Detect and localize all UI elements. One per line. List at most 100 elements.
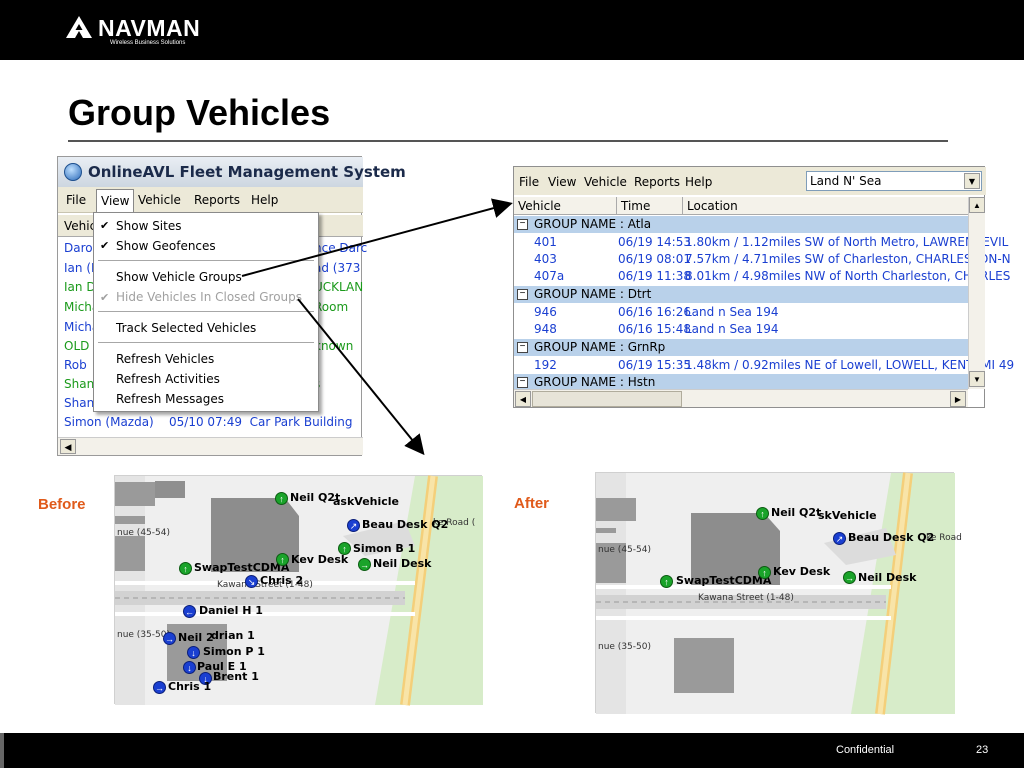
vehicle-pin-icon[interactable]: ↑	[756, 507, 769, 520]
vehicle-label[interactable]: skVehicle	[818, 509, 877, 522]
table-row[interactable]: 192 06/19 15:35 1.48km / 0.92miles NE of…	[514, 357, 1014, 374]
map-after[interactable]: nue (45-54) ke Road Kawana Street (1-48)…	[595, 472, 962, 715]
vehicle-pin-icon[interactable]: ↘	[245, 575, 258, 588]
vehicle-pin-icon[interactable]: ↑	[660, 575, 673, 588]
group-select[interactable]: Land N' Sea ▼	[806, 171, 982, 191]
vehicle-label[interactable]: Kev Desk	[291, 553, 349, 566]
vehicle-pin-icon[interactable]: ↓	[183, 661, 196, 674]
vehicle-pin-icon[interactable]: ↑	[179, 562, 192, 575]
vehicle-row[interactable]: Simon (Mazda) 05/10 07:49 Car Park Build…	[64, 415, 353, 429]
collapse-icon[interactable]: −	[517, 219, 528, 230]
vehicle-pin-icon[interactable]: ↑	[275, 492, 288, 505]
vehicle-label[interactable]: Beau Desk Q2	[362, 518, 449, 531]
column-header-vehicle[interactable]: Vehic	[64, 219, 97, 233]
horizontal-scrollbar[interactable]: ◀ ▶	[514, 389, 968, 407]
collapse-icon[interactable]: −	[517, 377, 528, 388]
vehicle-label[interactable]: Chris 2	[260, 574, 304, 587]
vehicle-pin-icon[interactable]: ↑	[338, 542, 351, 555]
vehicle-pin-icon[interactable]: →	[358, 558, 371, 571]
vehicle-label[interactable]: Neil Desk	[858, 571, 917, 584]
menu-item-show-vehicle-groups[interactable]: Show Vehicle Groups	[116, 270, 242, 284]
vehicle-label[interactable]: Paul E 1	[197, 660, 247, 673]
table-row[interactable]: 407a 06/19 11:38 8.01km / 4.98miles NW o…	[514, 268, 1010, 285]
vehicle-row[interactable]: Daron	[64, 241, 101, 255]
menu-help[interactable]: Help	[251, 193, 279, 207]
column-header-vehicle[interactable]: Vehicle	[518, 199, 561, 213]
scroll-down-icon[interactable]: ▼	[969, 371, 985, 387]
menu-help[interactable]: Help	[685, 175, 713, 189]
vehicle-label[interactable]: Kev Desk	[773, 565, 831, 578]
vehicle-label[interactable]: Beau Desk Q2	[848, 531, 935, 544]
scroll-up-icon[interactable]: ▲	[969, 197, 985, 213]
vehicle-pin-icon[interactable]: ↑	[758, 566, 771, 579]
collapse-icon[interactable]: −	[517, 289, 528, 300]
table-row[interactable]: 403 06/19 08:01 7.57km / 4.71miles SW of…	[514, 251, 1011, 268]
vehicle-label[interactable]: Neil 2	[178, 631, 214, 644]
group-row[interactable]: − GROUP NAME : GrnRp	[514, 339, 968, 356]
vehicle-pin-icon[interactable]: ↓	[187, 646, 200, 659]
menu-vehicle[interactable]: Vehicle	[138, 193, 181, 207]
vehicle-row[interactable]: Rob	[64, 358, 87, 372]
vehicle-row[interactable]: Ian D	[64, 280, 96, 294]
vehicle-label[interactable]: Chris 1	[168, 680, 212, 693]
vehicle-row[interactable]: Micha	[64, 320, 100, 334]
menu-reports[interactable]: Reports	[194, 193, 241, 207]
vehicle-label[interactable]: drian 1	[211, 629, 255, 642]
menu-file[interactable]: File	[519, 175, 540, 189]
vehicle-label[interactable]: Neil Q2t	[771, 506, 822, 519]
menu-item-track-selected[interactable]: Track Selected Vehicles	[116, 321, 257, 335]
vehicle-label[interactable]: Neil Q2t	[290, 491, 341, 504]
group-row[interactable]: − GROUP NAME : Dtrt	[514, 286, 968, 303]
vehicle-pin-icon[interactable]: ↗	[347, 519, 360, 532]
scroll-thumb[interactable]	[532, 391, 682, 407]
column-divider[interactable]	[616, 197, 617, 215]
menu-item-hide-vehicles-closed-groups[interactable]: Hide Vehicles In Closed Groups	[116, 290, 303, 304]
scroll-left-icon[interactable]: ◀	[515, 391, 531, 407]
vehicle-pin-icon[interactable]: ←	[183, 605, 196, 618]
menu-vehicle[interactable]: Vehicle	[584, 175, 627, 189]
vehicle-row[interactable]: Ian (I	[64, 261, 95, 275]
column-header-time[interactable]: Time	[621, 199, 651, 213]
vehicle-label[interactable]: Simon B 1	[353, 542, 416, 555]
vertical-scrollbar[interactable]: ▲ ▼	[968, 197, 985, 389]
menu-reports[interactable]: Reports	[634, 175, 681, 189]
menu-view[interactable]: View	[96, 189, 135, 213]
vehicle-row[interactable]: Shan	[64, 377, 95, 391]
vehicle-pin-icon[interactable]: →	[153, 681, 166, 694]
menu-view[interactable]: View	[548, 175, 577, 189]
menu-item-refresh-vehicles[interactable]: Refresh Vehicles	[116, 352, 215, 366]
group-row[interactable]: − GROUP NAME : Hstn	[514, 374, 968, 391]
vehicle-label[interactable]: Daniel H 1	[199, 604, 263, 617]
vehicle-pin-icon[interactable]: →	[163, 632, 176, 645]
vehicle-pin-icon[interactable]: ↑	[276, 553, 289, 566]
map-before[interactable]: nue (45-54) ke Road ( Kawana Street (1-4…	[114, 475, 483, 706]
vehicle-row[interactable]: Shan	[64, 396, 95, 410]
menu-item-refresh-messages[interactable]: Refresh Messages	[116, 392, 224, 406]
column-divider[interactable]	[682, 197, 683, 215]
horizontal-scrollbar[interactable]: ◀	[58, 437, 363, 455]
vehicle-row[interactable]: Micha	[64, 300, 100, 314]
vehicle-label[interactable]: Simon P 1	[203, 645, 265, 658]
column-header-location[interactable]: Location	[687, 199, 738, 213]
table-row[interactable]: 948 06/16 15:48 Land n Sea 194	[514, 321, 968, 338]
vehicle-pin-icon[interactable]: →	[843, 571, 856, 584]
vehicle-label[interactable]: Neil Desk	[373, 557, 432, 570]
vehicle-label[interactable]: SwapTestCDMA	[194, 561, 290, 574]
menu-item-refresh-activities[interactable]: Refresh Activities	[116, 372, 220, 386]
group-row[interactable]: − GROUP NAME : Atla	[514, 216, 968, 233]
vehicle-pin-icon[interactable]: ↓	[199, 672, 212, 685]
vehicle-pin-icon[interactable]: ↗	[833, 532, 846, 545]
menu-item-show-sites[interactable]: Show Sites	[116, 219, 182, 233]
vehicle-label[interactable]: SwapTestCDMA	[676, 574, 772, 587]
vehicle-label[interactable]: askVehicle	[333, 495, 400, 508]
table-row[interactable]: 946 06/16 16:26 Land n Sea 194	[514, 304, 968, 321]
table-row[interactable]: 401 06/19 14:53 1.80km / 1.12miles SW of…	[514, 234, 1008, 251]
menu-item-show-geofences[interactable]: Show Geofences	[116, 239, 216, 253]
collapse-icon[interactable]: −	[517, 342, 528, 353]
scroll-left-icon[interactable]: ◀	[60, 439, 76, 454]
menu-file[interactable]: File	[66, 193, 87, 207]
scroll-right-icon[interactable]: ▶	[950, 391, 966, 407]
vehicle-label[interactable]: Brent 1	[213, 670, 259, 683]
dropdown-arrow-icon[interactable]: ▼	[964, 173, 980, 189]
vehicle-row[interactable]: OLD I	[64, 339, 97, 353]
